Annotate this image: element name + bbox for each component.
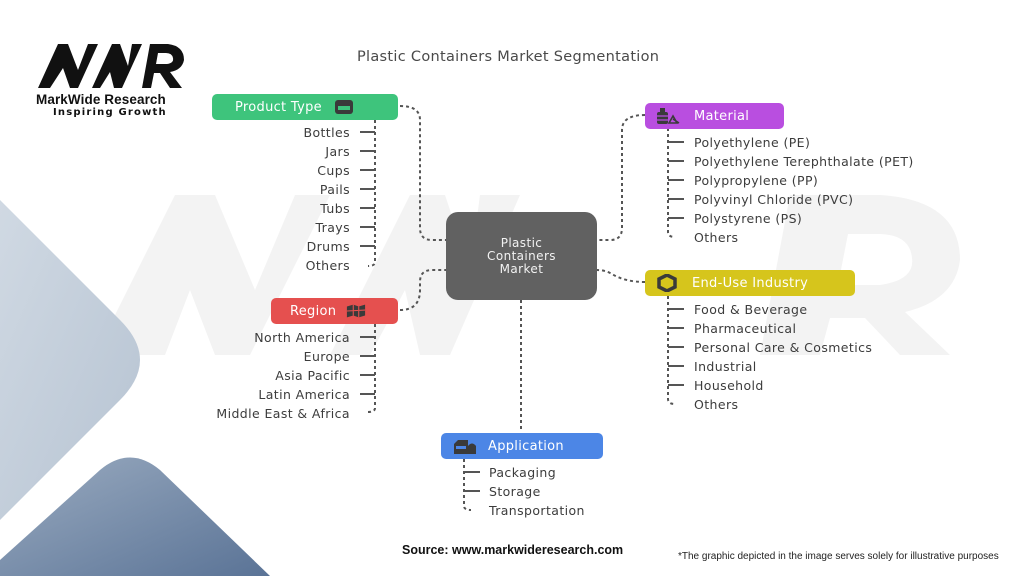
center-line-1: Plastic (500, 235, 543, 250)
list-item: Asia Pacific (275, 368, 350, 383)
list-item: Polystyrene (PS) (694, 211, 803, 226)
brand-name: MarkWide Research (36, 92, 166, 107)
list-item: Pharmaceutical (694, 321, 797, 336)
node-region-label: Region (290, 303, 337, 319)
node-application-label: Application (488, 438, 564, 454)
hexagon-icon (657, 274, 677, 292)
list-item: Storage (489, 484, 541, 499)
list-item: Food & Beverage (694, 302, 808, 317)
globe-map-icon (346, 302, 366, 320)
list-item: Polypropylene (PP) (694, 173, 819, 188)
node-product-type: Product Type (212, 94, 398, 120)
list-item: Europe (303, 349, 350, 364)
list-item: Pails (319, 182, 350, 197)
source-text: Source: www.markwideresearch.com (402, 543, 624, 557)
list-item: Trays (315, 220, 350, 235)
list-product-type: Bottles Jars Cups Pails Tubs Trays Drums… (250, 123, 350, 275)
list-item: Latin America (258, 387, 350, 402)
list-item: Polyethylene Terephthalate (PET) (694, 154, 914, 169)
list-item: Polyvinyl Chloride (PVC) (694, 192, 854, 207)
recycle-bottle-icon (655, 107, 681, 125)
list-item: Transportation (489, 503, 585, 518)
brand-tagline: Inspiring Growth (53, 107, 167, 118)
page-title: Plastic Containers Market Segmentation (357, 49, 660, 65)
list-item: Personal Care & Cosmetics (694, 340, 873, 355)
node-application: Application (441, 433, 603, 459)
node-end-use-label: End-Use Industry (692, 275, 809, 291)
list-region: North America Europe Asia Pacific Latin … (150, 328, 350, 423)
list-item: Cups (317, 163, 350, 178)
list-application: Packaging Storage Transportation (489, 463, 689, 520)
center-node: Plastic Containers Market (446, 212, 597, 300)
list-item: Bottles (303, 125, 350, 140)
list-end-use: Food & Beverage Pharmaceutical Personal … (694, 300, 994, 414)
node-product-type-label: Product Type (235, 99, 322, 115)
list-item: Industrial (694, 359, 757, 374)
node-region: Region (271, 298, 398, 324)
list-item: Middle East & Africa (216, 406, 350, 421)
center-line-3: Market (499, 261, 544, 276)
list-item: Drums (306, 239, 350, 254)
disclaimer-text: *The graphic depicted in the image serve… (678, 551, 999, 562)
list-material: Polyethylene (PE) Polyethylene Terephtha… (694, 133, 994, 247)
list-item: Household (694, 378, 764, 393)
list-item: Others (694, 230, 739, 245)
node-material-label: Material (694, 108, 750, 124)
list-item: Others (694, 397, 739, 412)
list-item: North America (254, 330, 350, 345)
list-item: Others (305, 258, 350, 273)
list-item: Polyethylene (PE) (694, 135, 811, 150)
list-item: Jars (325, 144, 350, 159)
warehouse-icon (452, 437, 478, 455)
list-item: Tubs (320, 201, 350, 216)
decor-shape-dark (0, 457, 270, 576)
mwr-logo-icon (38, 44, 184, 88)
container-icon (334, 98, 354, 116)
node-material: Material (645, 103, 784, 129)
node-end-use-industry: End-Use Industry (645, 270, 855, 296)
decor-shape-light (0, 200, 140, 520)
list-item: Packaging (489, 465, 557, 480)
center-line-2: Containers (487, 248, 556, 263)
